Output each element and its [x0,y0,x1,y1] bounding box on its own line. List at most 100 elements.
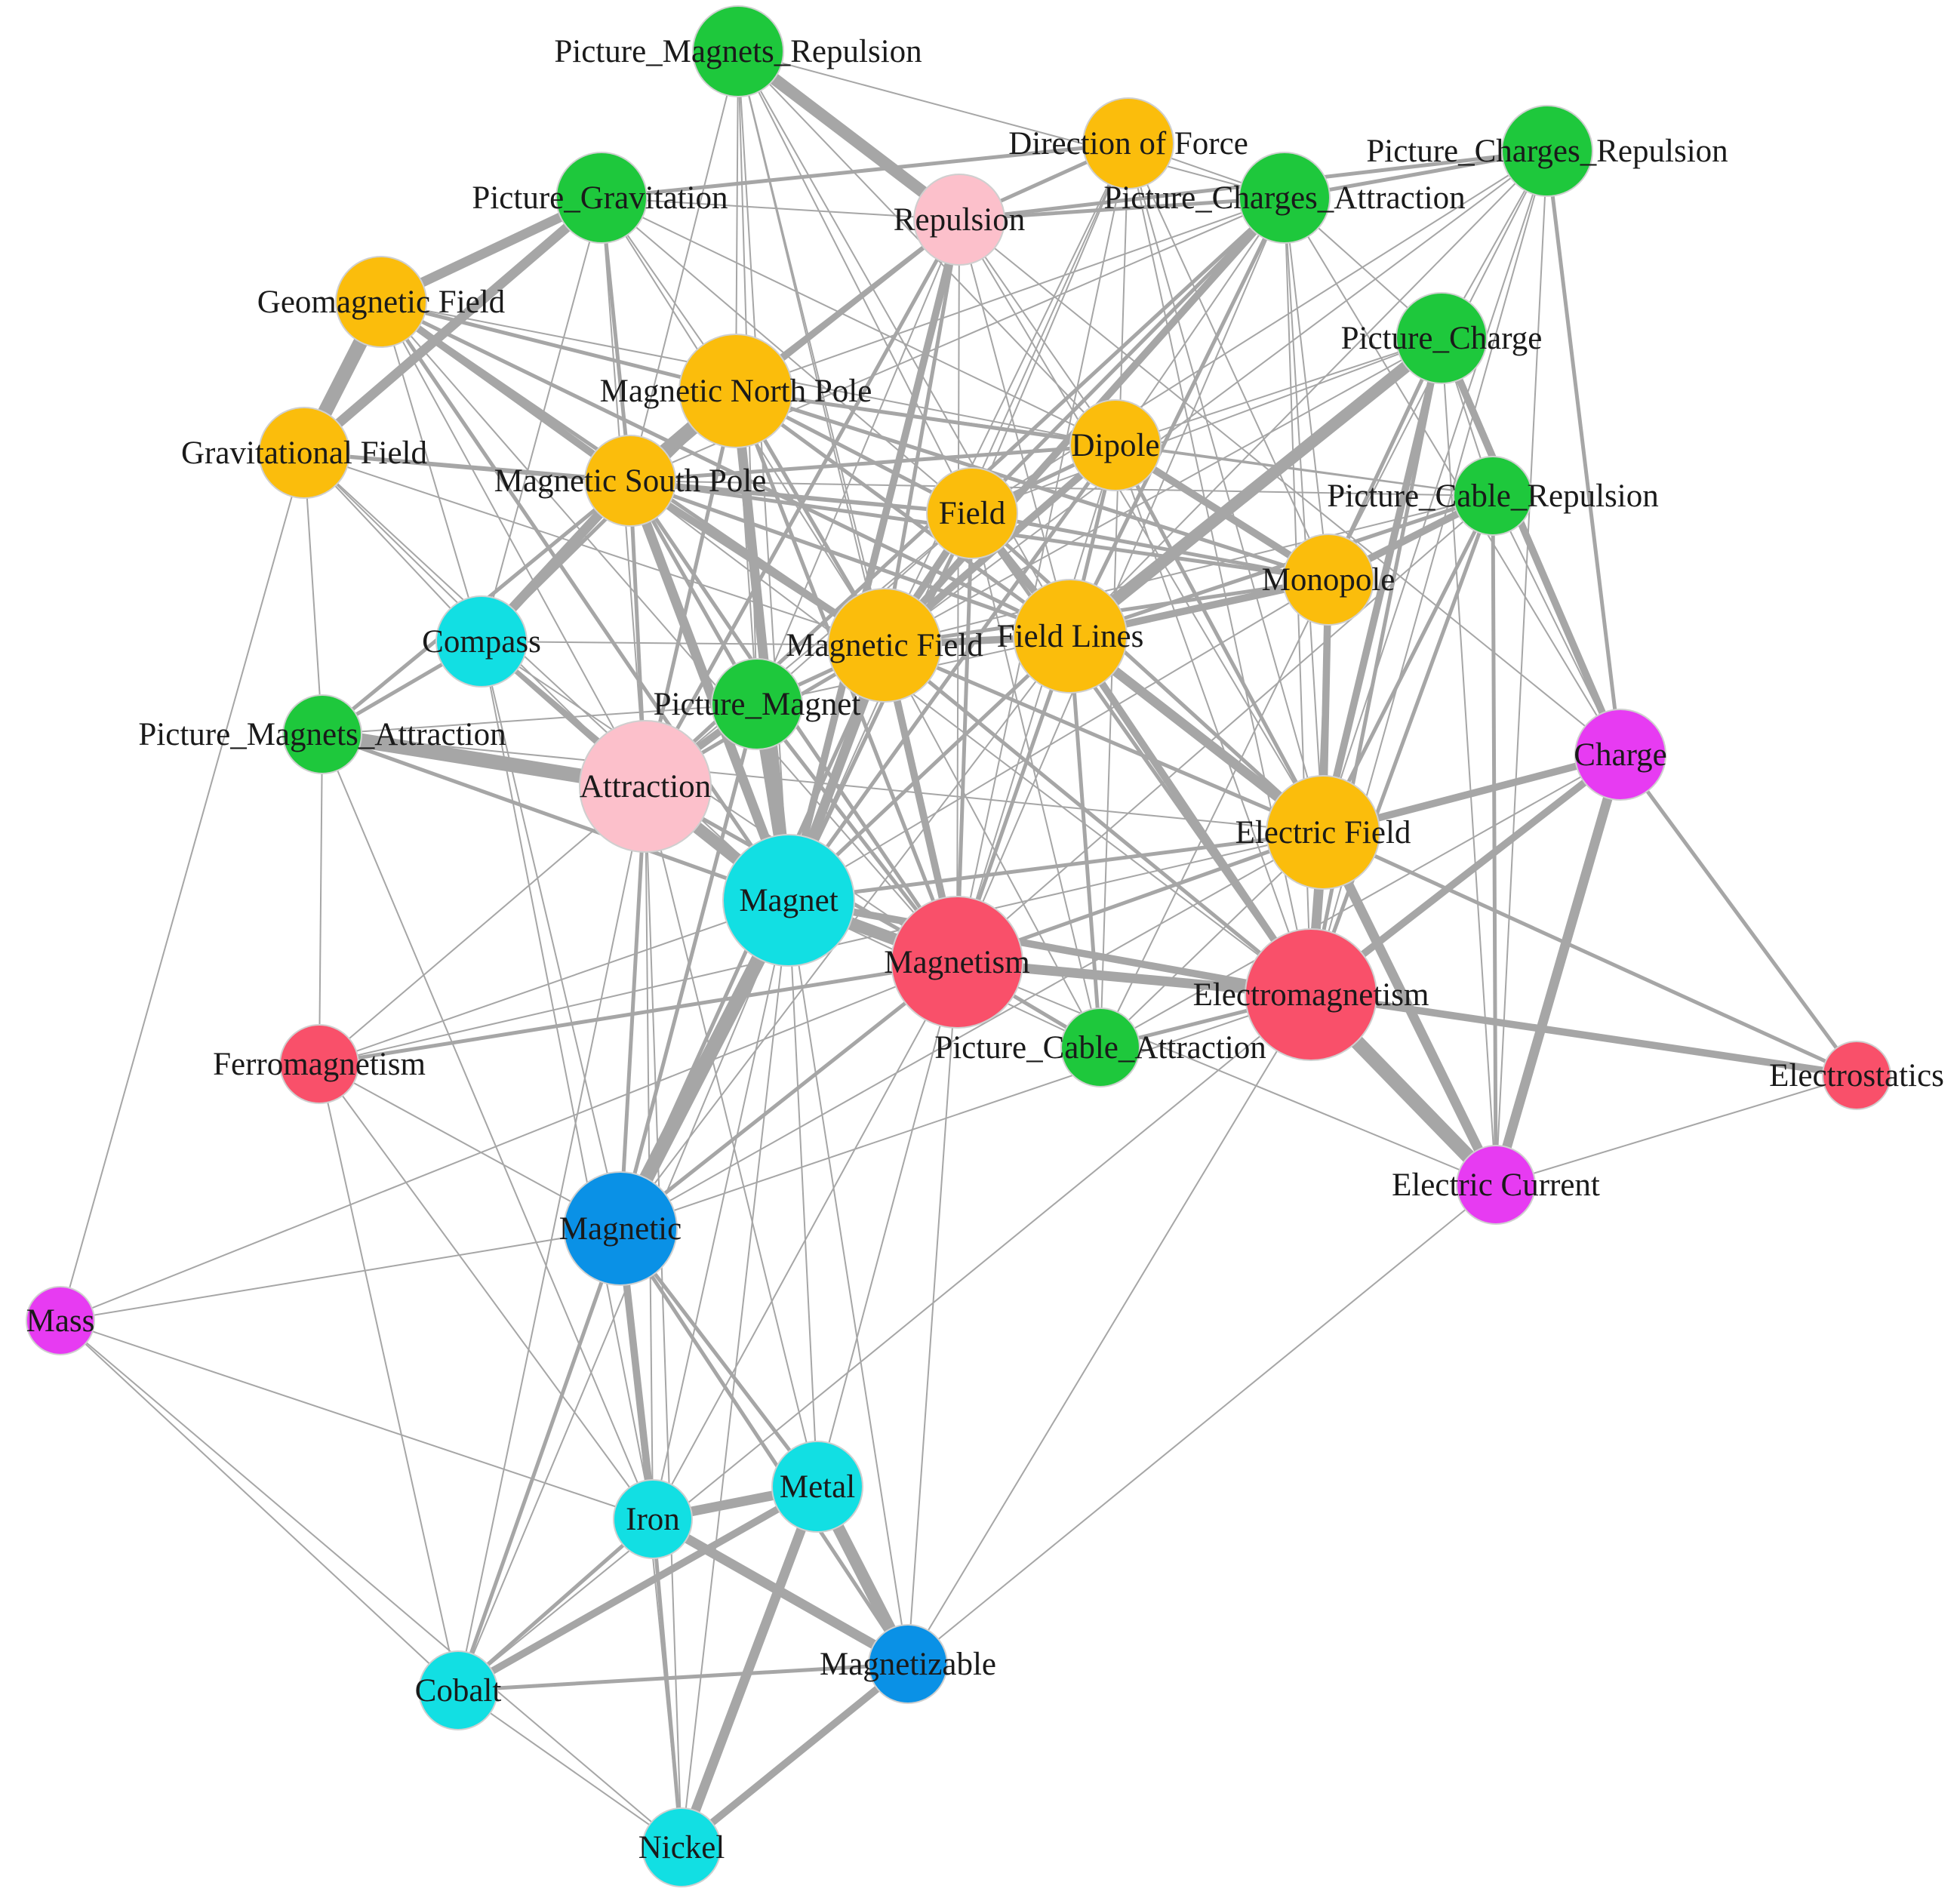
edge-rep-ef [958,219,1324,833]
node-dof[interactable] [1082,97,1174,189]
node-pch[interactable] [1395,292,1488,384]
edge-pma-fer [318,734,323,1065]
node-pma[interactable] [282,694,362,774]
node-mgn[interactable] [891,896,1023,1029]
node-gmf[interactable] [335,256,427,348]
node-nck[interactable] [642,1807,722,1887]
node-mass[interactable] [26,1286,95,1355]
node-mgc[interactable] [563,1171,678,1286]
edge-pg-dip [601,197,1116,446]
edge-pcbr-mgn [956,495,1494,963]
edge-fer-irn [318,1063,654,1520]
node-mf[interactable] [827,588,942,703]
node-label-gmf: Geomagnetic Field [257,285,505,320]
node-att[interactable] [579,720,712,853]
edge-dof-pg [599,141,1131,200]
node-pcr[interactable] [1501,105,1593,197]
edge-mag-cob [457,900,789,1691]
edge-att-cob [457,786,646,1691]
edge-mtl-nck [676,1481,823,1853]
edge-att-fer [318,786,646,1065]
node-em[interactable] [1245,928,1377,1061]
edge-mgc-mass [60,1228,621,1321]
edge-gmf-mgn [380,301,958,963]
edge-pcr-ef [1322,150,1548,833]
node-label-em: Electromagnetism [1193,977,1429,1013]
node-label-pg: Picture_Gravitation [472,180,728,216]
node-label-irn: Iron [626,1502,680,1537]
edge-pcbr-mf [884,495,1494,646]
node-label-chg: Charge [1574,737,1666,773]
edge-att-nck [645,786,682,1848]
node-mgz[interactable] [868,1624,948,1704]
node-cob[interactable] [418,1650,498,1730]
node-ef[interactable] [1266,775,1380,890]
edge-gmf-mnp [379,300,738,393]
edge-mtl-cob [454,1483,821,1694]
node-label-msp: Magnetic South Pole [494,463,767,499]
node-label-ef: Electric Field [1235,815,1411,850]
edge-mass-mgn [60,961,958,1321]
node-label-mf: Magnetic Field [786,628,983,663]
node-pca[interactable] [1239,152,1331,244]
node-pg[interactable] [555,152,648,244]
node-fer[interactable] [279,1024,359,1104]
edge-pmr-rep [732,45,965,226]
node-label-cob: Cobalt [415,1673,502,1709]
node-layer [26,5,1891,1887]
node-label-mon: Monopole [1262,562,1395,598]
edge-pmr-pca [737,51,1285,198]
node-fl[interactable] [1013,579,1128,694]
node-mnp[interactable] [678,334,793,448]
edge-pcbr-ef [1321,494,1495,835]
edge-pcbr-chg [1492,495,1621,755]
edge-mf-em [882,643,1313,997]
edge-pmr-fld [737,51,973,514]
node-label-att: Attraction [580,769,711,804]
edge-pmg-mgc [618,702,759,1231]
edge-pch-chg [1438,334,1624,758]
node-cmp[interactable] [435,595,528,687]
edge-pch-mf [884,337,1442,646]
node-label-dof: Direction of Force [1008,126,1248,161]
edge-cob-nck [457,1690,682,1848]
edge-pcr-mf [884,150,1548,646]
node-pmg[interactable] [711,658,803,750]
node-mag[interactable] [722,834,855,967]
edge-chg-es [1618,752,1859,1078]
edge-mgn-fer [317,960,959,1066]
node-mtl[interactable] [771,1441,863,1533]
edge-rep-mag [785,216,963,904]
edge-mag-ef [786,830,1325,903]
edge-gf-pma [303,452,323,735]
edge-rep-chg [958,219,1621,755]
node-irn[interactable] [613,1479,693,1559]
edge-mag-mtl [788,900,818,1487]
node-es[interactable] [1822,1041,1891,1110]
edge-dip-ef [1113,443,1325,835]
node-pcbr[interactable] [1453,456,1533,536]
edge-rep-mgn [956,219,960,963]
edge-mgn-mgc [618,960,959,1231]
edge-dof-fld [971,143,1129,514]
edge-pca-chg [1284,197,1621,755]
edge-pch-ec [1441,337,1497,1186]
node-ec[interactable] [1456,1145,1536,1225]
edge-rep-fl [958,219,1071,637]
node-msp[interactable] [584,435,676,527]
node-rep[interactable] [913,174,1005,266]
node-pcba[interactable] [1060,1007,1140,1087]
node-fld[interactable] [926,467,1018,559]
node-mon[interactable] [1282,534,1374,626]
node-label-fer: Ferromagnetism [213,1047,426,1082]
node-dip[interactable] [1069,399,1162,491]
edge-att-mgc [618,784,648,1231]
edge-mgc-cob [456,1226,623,1693]
node-chg[interactable] [1574,709,1666,801]
node-pmr[interactable] [692,5,784,97]
edge-fld-mag [786,511,974,903]
node-gf[interactable] [258,407,350,499]
edge-mon-mag [788,579,1329,901]
